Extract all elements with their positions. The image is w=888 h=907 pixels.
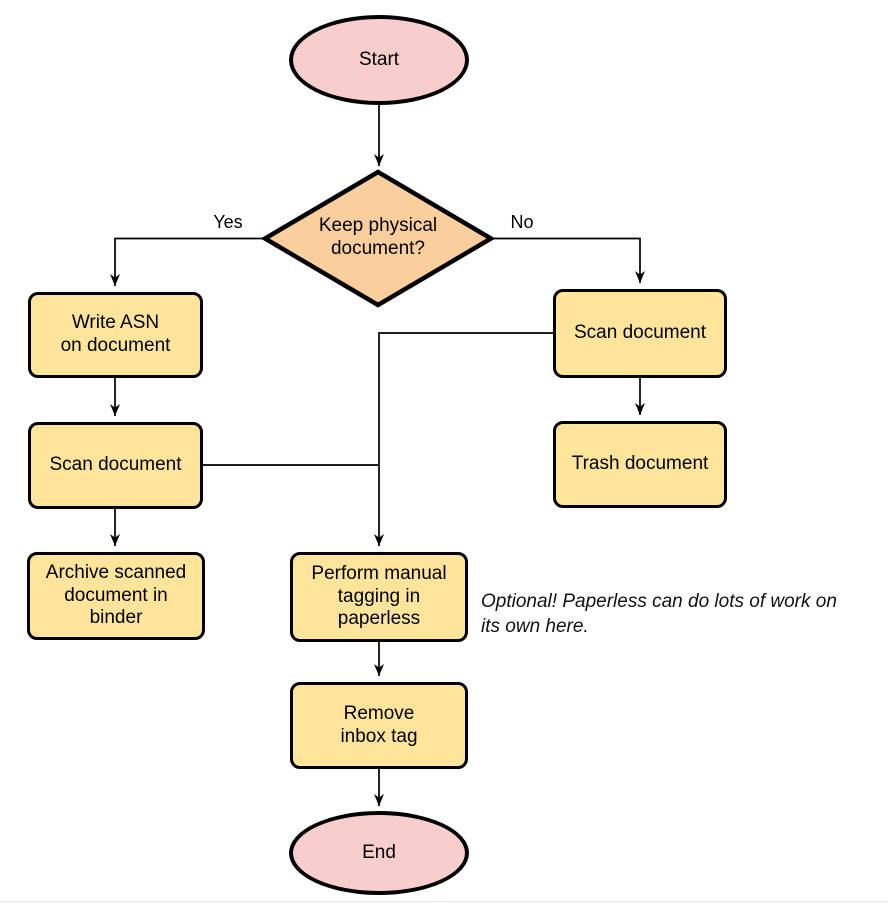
write-asn-label: Write ASN on document [60,312,171,356]
node-end: End [289,811,469,895]
node-remove-inbox-tag: Remove inbox tag [290,682,468,769]
node-scan-document-right: Scan document [553,289,727,378]
tagging-label: Perform manual tagging in paperless [311,562,447,630]
decision-label: Keep physical document? [318,215,438,259]
trash-label: Trash document [571,453,709,475]
optional-note: Optional! Paperless can do lots of work … [481,591,837,638]
node-trash-document: Trash document [553,421,727,508]
node-manual-tagging: Perform manual tagging in paperless [290,552,468,642]
end-label: End [362,841,396,863]
node-decision: Keep physical document? [276,209,480,267]
edge-decision-to-write-asn [110,237,265,286]
start-label: Start [358,48,400,70]
node-scan-document-left: Scan document [28,422,203,509]
edge-label-yes: Yes [213,212,243,232]
edge-label-no: No [510,212,534,232]
scan-left-label: Scan document [49,454,182,476]
scan-right-label: Scan document [573,322,707,344]
node-archive-binder: Archive scanned document in binder [27,552,205,640]
archive-label: Archive scanned document in binder [45,561,187,629]
node-write-asn: Write ASN on document [28,292,203,378]
bottom-divider [0,901,888,902]
edge-decision-to-scan-right [491,237,645,283]
decision-diamond-shape [260,169,496,308]
edge-scan-right-to-tagging [374,332,553,546]
node-start: Start [289,15,469,105]
remove-inbox-label: Remove inbox tag [340,702,418,747]
